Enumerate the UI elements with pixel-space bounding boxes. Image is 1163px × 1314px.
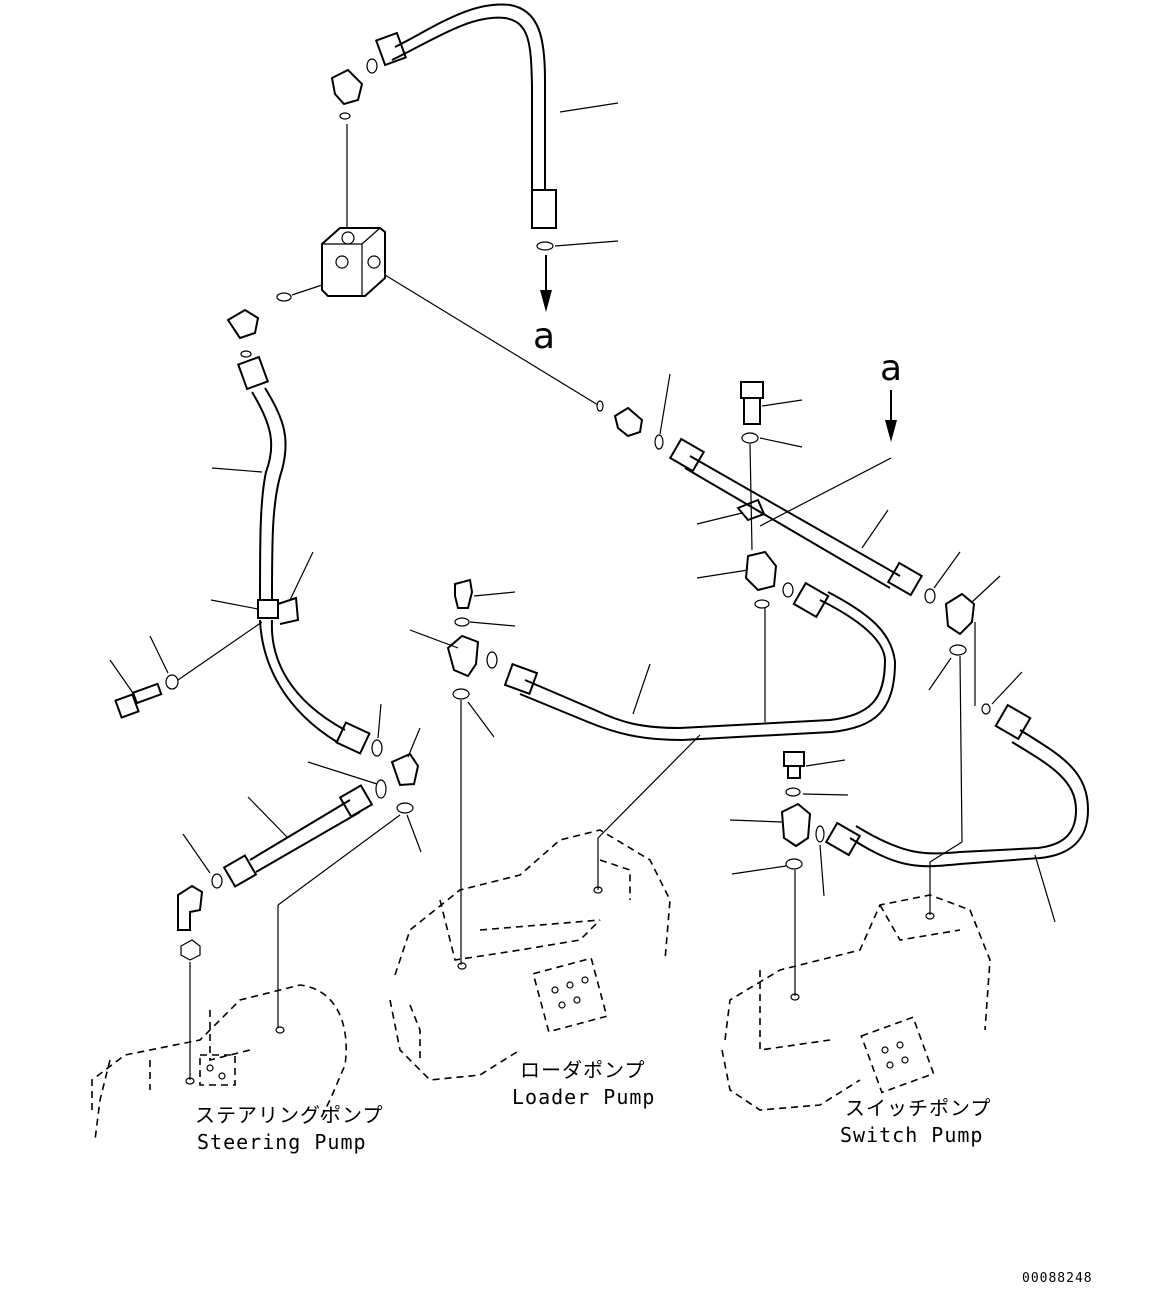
right-bolt xyxy=(740,381,803,551)
junction-block xyxy=(276,227,599,406)
loader-pump-label-jp: ローダポンプ xyxy=(520,1058,645,1082)
loader-pump-label-en: Loader Pump xyxy=(512,1085,655,1109)
switch-pump-label-jp: スイッチポンプ xyxy=(845,1096,991,1120)
top-hose xyxy=(366,3,619,229)
loader-fittings xyxy=(409,578,516,970)
steering-pump-fitting xyxy=(177,884,204,1085)
ref-mark-a-right: a xyxy=(880,348,902,389)
right-diagonal-pipe xyxy=(668,437,924,597)
switch-pump-label-en: Switch Pump xyxy=(840,1123,983,1147)
right-elbow xyxy=(924,551,1023,843)
drawing-number: 00088248 xyxy=(1022,1271,1093,1286)
middle-fitting-upper xyxy=(596,373,671,450)
left-bolt xyxy=(109,635,179,719)
right-tee-fitting xyxy=(696,550,778,722)
oring-fitting-left xyxy=(275,703,422,1034)
switch-fittings xyxy=(729,751,849,1001)
steering-pump-label-jp: ステアリングポンプ xyxy=(195,1103,383,1127)
right-arrow-a: a xyxy=(759,348,902,527)
steering-pump-label-en: Steering Pump xyxy=(197,1130,367,1154)
elbow-fitting-top xyxy=(330,68,364,228)
left-vertical-hose xyxy=(211,308,371,755)
left-clamp xyxy=(177,551,314,681)
switch-pump-outline xyxy=(721,894,991,1111)
switch-hose xyxy=(824,703,1090,923)
steering-pump-outline xyxy=(91,984,347,1141)
top-oring-arrow: a xyxy=(533,240,619,357)
short-hose-left xyxy=(182,784,374,889)
loader-pump-outline xyxy=(389,829,671,1081)
loader-hose xyxy=(503,581,897,894)
ref-mark-a-top: a xyxy=(533,316,555,357)
